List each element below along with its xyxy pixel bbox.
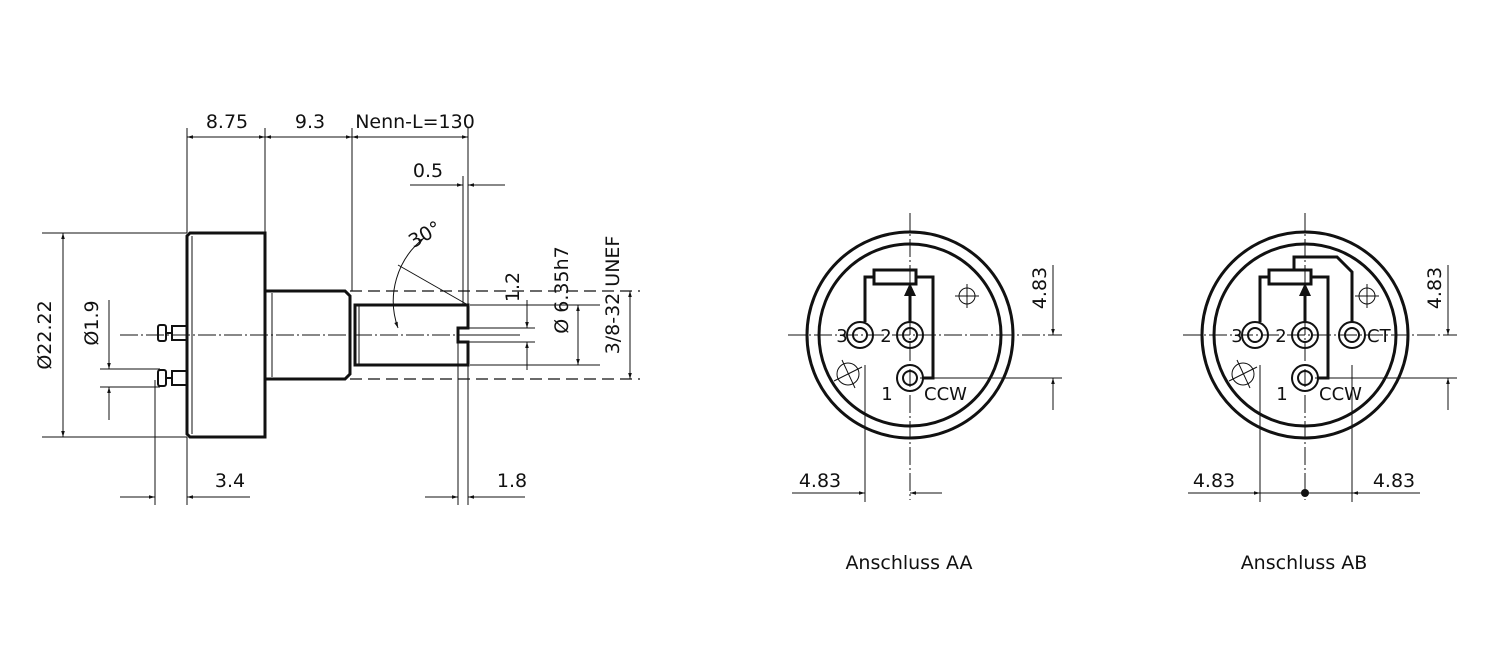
terminal-ct [1338,321,1366,349]
dim-body-length: 8.75 [206,111,248,133]
terminal-2 [1291,321,1319,349]
dim-slot-depth: 1.8 [497,470,527,492]
dim-shaft-diameter: Ø 6.35h7 [551,246,573,333]
terminal-3 [846,321,874,349]
pin-3-label: 3 [836,326,847,347]
dim-horizontal-left: 4.83 [1193,470,1235,492]
mounting-mark-icon [833,284,979,389]
dim-pin-length: 3.4 [215,470,245,492]
dim-angle: 30° [405,217,445,253]
dim-slot-width: 1.2 [502,272,524,302]
terminal-1 [1291,364,1319,392]
dim-vertical: 4.83 [1029,267,1051,309]
connection-ab-view: 3 2 CT 1 CCW 4.83 4.83 4.83 Anschluss AB [1183,213,1457,574]
terminal-1 [896,364,924,392]
dim-horizontal: 4.83 [799,470,841,492]
dim-horizontal-right: 4.83 [1373,470,1415,492]
dim-thread: 3/8-32 UNEF [602,236,624,355]
ccw-label: CCW [924,384,967,405]
ct-label: CT [1367,326,1392,347]
dim-nominal-length: Nenn-L=130 [355,111,475,133]
dim-vertical: 4.83 [1424,267,1446,309]
pin-1-label: 1 [881,384,892,405]
side-view: 8.75 9.3 Nenn-L=130 0.5 30° Ø22.22 Ø1.9 … [34,111,640,505]
ccw-label: CCW [1319,384,1362,405]
connection-aa-view: 3 2 1 CCW 4.83 4.83 Anschluss AA [788,213,1062,574]
pin-3-label: 3 [1231,326,1242,347]
mounting-mark-icon [1228,284,1379,389]
terminal-2 [896,321,924,349]
dim-pin-diameter: Ø1.9 [81,300,103,345]
dim-bushing-length: 9.3 [295,111,325,133]
dim-shaft-offset: 0.5 [413,160,443,182]
dim-body-diameter: Ø22.22 [34,300,56,369]
connection-title: Anschluss AB [1241,552,1368,574]
pin-1-label: 1 [1276,384,1287,405]
connection-title: Anschluss AA [845,552,972,574]
pin-2-label: 2 [880,326,891,347]
terminal-pins [157,324,188,387]
pin-2-label: 2 [1275,326,1286,347]
terminal-3 [1241,321,1269,349]
